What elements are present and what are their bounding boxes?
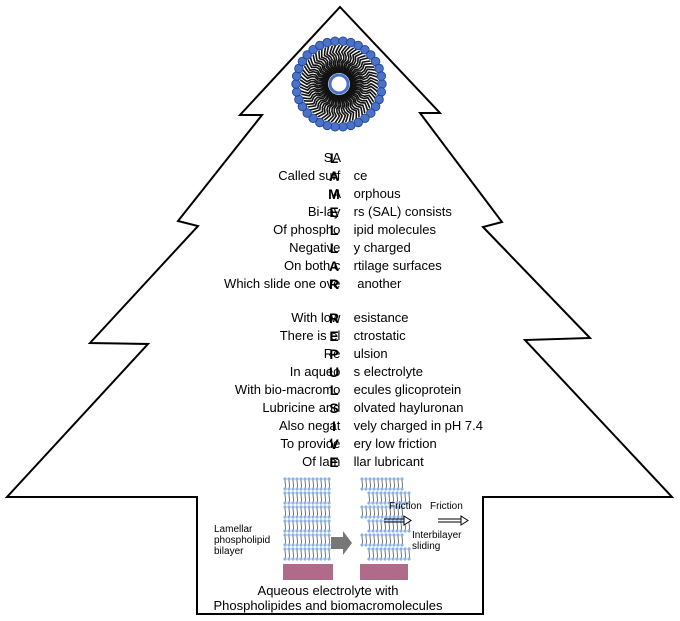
micelle-icon bbox=[291, 36, 387, 132]
acrostic-key-letter: E bbox=[329, 328, 339, 344]
acrostic-key-letter: V bbox=[329, 436, 339, 452]
acrostic-text: Of phospho bbox=[273, 222, 344, 237]
acrostic-key-letter: P bbox=[329, 346, 339, 362]
acrostic-text: There is el bbox=[279, 328, 344, 343]
acrostic-text: y charged bbox=[350, 240, 411, 255]
acrostic-text: ecules glicoprotein bbox=[350, 382, 462, 397]
acrostic-text: ce bbox=[350, 168, 368, 183]
acrostic-line: In aqueo U s electrolyte bbox=[0, 363, 680, 381]
acrostic-line: Also negat I vely charged in pH 7.4 bbox=[0, 417, 680, 435]
footer-line-1: Aqueous electrolyte with bbox=[257, 583, 399, 598]
footer-line-2: Phospholipides and biomacromolecules bbox=[213, 598, 443, 613]
friction-arrow-icon bbox=[384, 515, 412, 526]
acrostic-text: another bbox=[350, 276, 402, 291]
acrostic-text: Negative bbox=[289, 240, 344, 255]
acrostic-text: rtilage surfaces bbox=[350, 258, 442, 273]
acrostic-key-letter: M bbox=[328, 186, 340, 202]
acrostic-key-letter: L bbox=[329, 222, 339, 238]
left-label-line: bilayer bbox=[214, 546, 244, 557]
footer-caption: Aqueous electrolyte with Phospholipides … bbox=[150, 583, 506, 613]
acrostic-key-letter: R bbox=[328, 276, 340, 292]
acrostic-text: On both c bbox=[284, 258, 344, 273]
acrostic-text: ctrostatic bbox=[350, 328, 406, 343]
acrostic-text: Re bbox=[323, 346, 344, 361]
acrostic-text: s electrolyte bbox=[350, 364, 423, 379]
acrostic-line: SA L bbox=[0, 149, 680, 167]
acrostic-text: Which slide one ove bbox=[224, 276, 344, 291]
cartilage-layer-left bbox=[283, 564, 333, 580]
acrostic-text: Called surf bbox=[278, 168, 344, 183]
acrostic-line: Re P ulsion bbox=[0, 345, 680, 363]
acrostic-text: esistance bbox=[350, 310, 409, 325]
acrostic-text: Also negat bbox=[278, 418, 344, 433]
acrostic-key-letter: L bbox=[329, 240, 339, 256]
acrostic-text: vely charged in pH 7.4 bbox=[350, 418, 483, 433]
acrostic-text: ipid molecules bbox=[350, 222, 436, 237]
acrostic-key-letter: I bbox=[332, 418, 336, 434]
right-label-line: sliding bbox=[412, 541, 441, 552]
acrostic-key-letter: R bbox=[328, 310, 340, 326]
acrostic-text: ery low friction bbox=[350, 436, 437, 451]
acrostic-text: rs (SAL) consists bbox=[350, 204, 452, 219]
acrostic-key-letter: L bbox=[329, 150, 339, 166]
right-label-line: Interbilayer bbox=[412, 530, 462, 541]
acrostic-text: llar lubricant bbox=[350, 454, 424, 469]
acrostic-line: A M orphous bbox=[0, 185, 680, 203]
friction-label: Friction bbox=[430, 501, 463, 512]
acrostic-text: To provide bbox=[280, 436, 344, 451]
acrostic-text: With low bbox=[291, 310, 344, 325]
acrostic-text: Bi-lay bbox=[307, 204, 344, 219]
acrostic-line: Negative L y charged bbox=[0, 239, 680, 257]
acrostic-line: Bi-lay E rs (SAL) consists bbox=[0, 203, 680, 221]
acrostic-text: In aqueo bbox=[289, 364, 344, 379]
acrostic-key-letter: E bbox=[329, 454, 339, 470]
acrostic-line: Of phospho L ipid molecules bbox=[0, 221, 680, 239]
acrostic-line: With bio-macromo L ecules glicoprotein bbox=[0, 381, 680, 399]
acrostic-line: To provide V ery low friction bbox=[0, 435, 680, 453]
lamellar-bilayer-illustration bbox=[283, 477, 469, 580]
acrostic-text: Lubricine and bbox=[262, 400, 344, 415]
acrostic-line: There is el E ctrostatic bbox=[0, 327, 680, 345]
acrostic-key-letter: U bbox=[328, 364, 340, 380]
big-arrow-icon bbox=[331, 531, 352, 555]
bilayer-stack-right bbox=[360, 477, 411, 561]
acrostic-line: Lubricine and S olvated hayluronan bbox=[0, 399, 680, 417]
acrostic-key-letter: L bbox=[329, 382, 339, 398]
left-label-line: phospholipid bbox=[214, 535, 271, 546]
acrostic-text: Of lam bbox=[302, 454, 344, 469]
acrostic-line: Of lam E llar lubricant bbox=[0, 453, 680, 471]
acrostic-key-letter: E bbox=[329, 204, 339, 220]
bilayer-stack-left bbox=[283, 477, 331, 561]
right-label: Interbilayer sliding bbox=[412, 530, 461, 552]
friction-label: Friction bbox=[389, 501, 422, 512]
acrostic-text: A bbox=[332, 186, 344, 201]
left-label-line: Lamellar bbox=[214, 524, 253, 535]
acrostic-text: olvated hayluronan bbox=[350, 400, 464, 415]
friction-arrow-icon bbox=[438, 515, 469, 526]
cartilage-layer-right bbox=[360, 564, 408, 580]
acrostic-line: On both c A rtilage surfaces bbox=[0, 257, 680, 275]
acrostic-text: With bio-macromo bbox=[234, 382, 344, 397]
acrostic-text: SA bbox=[323, 150, 344, 165]
tree-outline bbox=[4, 5, 675, 615]
acrostic-line: Which slide one ove R another bbox=[0, 275, 680, 293]
acrostic-key-letter: S bbox=[329, 400, 339, 416]
acrostic-text: ulsion bbox=[350, 346, 388, 361]
left-label: Lamellar phospholipid bilayer bbox=[214, 524, 270, 557]
acrostic-text: orphous bbox=[350, 186, 401, 201]
acrostic-key-letter: A bbox=[328, 258, 340, 274]
acrostic-line: Called surf A ce bbox=[0, 167, 680, 185]
acrostic-key-letter: A bbox=[328, 168, 340, 184]
acrostic-line: With low R esistance bbox=[0, 309, 680, 327]
